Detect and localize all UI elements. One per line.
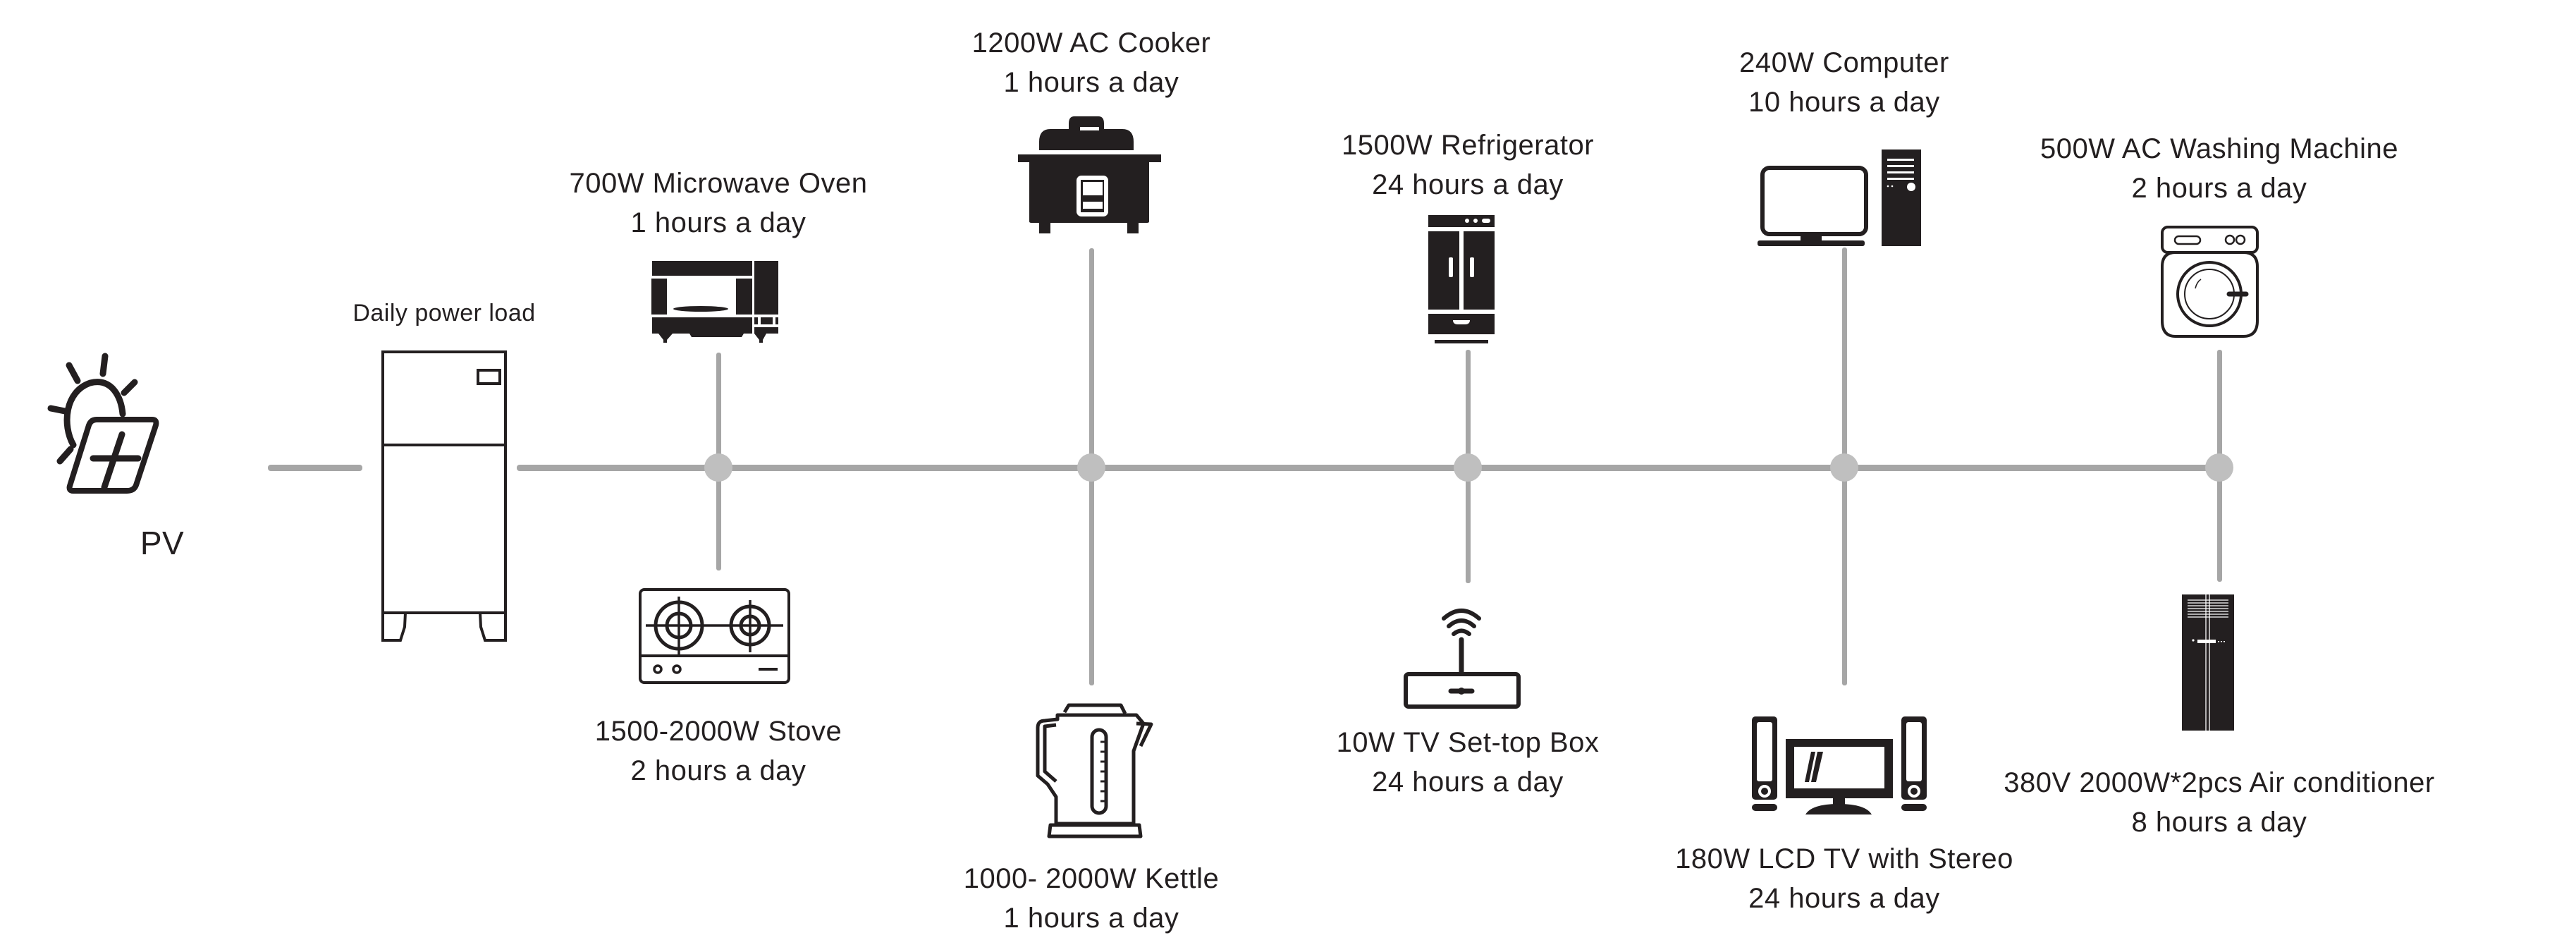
rice-cooker-icon (1018, 116, 1161, 233)
junction-node-2 (1077, 453, 1105, 482)
set-top-box-label: 10W TV Set-top Box 24 hours a day (1186, 723, 1750, 802)
tv-branch-line (1842, 468, 1847, 685)
refrigerator-branch-line (1466, 350, 1471, 468)
junction-node-3 (1454, 453, 1482, 482)
kettle-usage: 1 hours a day (1003, 903, 1179, 934)
washer-name: 500W AC Washing Machine (2040, 133, 2399, 164)
microwave-name: 700W Microwave Oven (569, 168, 868, 199)
solar-panel-sun-icon (47, 353, 159, 494)
storage-label: Daily power load (352, 300, 536, 327)
set-top-box-usage: 24 hours a day (1372, 767, 1564, 798)
refrigerator-label: 1500W Refrigerator 24 hours a day (1186, 126, 1750, 205)
cooker-label: 1200W AC Cooker 1 hours a day (809, 23, 1373, 102)
set-top-box-icon (1404, 609, 1521, 709)
ac-label: 380V 2000W*2pcs Air conditioner 8 hours … (1937, 763, 2501, 842)
computer-name: 240W Computer (1739, 47, 1949, 78)
battery-cabinet-icon (381, 350, 507, 642)
microwave-label: 700W Microwave Oven 1 hours a day (436, 164, 1000, 243)
ac-branch-line (2217, 468, 2222, 582)
ac-usage: 8 hours a day (2131, 807, 2307, 838)
junction-node-1 (704, 453, 732, 482)
kettle-name: 1000- 2000W Kettle (963, 863, 1220, 894)
microwave-oven-icon (651, 261, 778, 343)
pv-label: PV (140, 525, 185, 561)
stove-branch-line (716, 468, 721, 570)
stove-usage: 2 hours a day (630, 755, 806, 786)
set-top-box-branch-line (1466, 468, 1471, 583)
computer-branch-line (1842, 248, 1847, 468)
set-top-box-name: 10W TV Set-top Box (1336, 727, 1600, 758)
junction-node-4 (1830, 453, 1858, 482)
ac-name: 380V 2000W*2pcs Air conditioner (2004, 767, 2435, 798)
computer-icon (1758, 149, 1921, 246)
stove-label: 1500-2000W Stove 2 hours a day (436, 712, 1000, 791)
kettle-branch-line (1089, 468, 1094, 685)
cooker-name: 1200W AC Cooker (971, 28, 1211, 59)
kettle-label: 1000- 2000W Kettle 1 hours a day (809, 859, 1373, 938)
refrigerator-name: 1500W Refrigerator (1341, 130, 1595, 161)
junction-node-5 (2205, 453, 2233, 482)
tv-usage: 24 hours a day (1748, 883, 1940, 914)
main-bus-line (517, 465, 2228, 471)
tv-stereo-icon (1752, 716, 1927, 814)
air-conditioner-icon (2182, 594, 2234, 731)
pv-to-battery-line (268, 465, 362, 471)
microwave-usage: 1 hours a day (630, 207, 806, 238)
tv-label: 180W LCD TV with Stereo 24 hours a day (1562, 839, 2126, 918)
computer-label: 240W Computer 10 hours a day (1562, 43, 2126, 122)
refrigerator-usage: 24 hours a day (1372, 169, 1564, 200)
cooker-usage: 1 hours a day (1003, 67, 1179, 98)
cooker-branch-line (1089, 248, 1094, 468)
stove-name: 1500-2000W Stove (594, 716, 842, 747)
microwave-branch-line (716, 353, 721, 468)
washer-label: 500W AC Washing Machine 2 hours a day (1937, 129, 2501, 208)
tv-name: 180W LCD TV with Stereo (1675, 843, 2013, 874)
computer-usage: 10 hours a day (1748, 87, 1940, 118)
electric-kettle-icon (1036, 703, 1153, 838)
gas-stove-icon (639, 588, 790, 684)
washing-machine-icon (2161, 226, 2259, 338)
washer-branch-line (2217, 350, 2222, 468)
washer-usage: 2 hours a day (2131, 173, 2307, 204)
refrigerator-icon (1428, 215, 1495, 343)
